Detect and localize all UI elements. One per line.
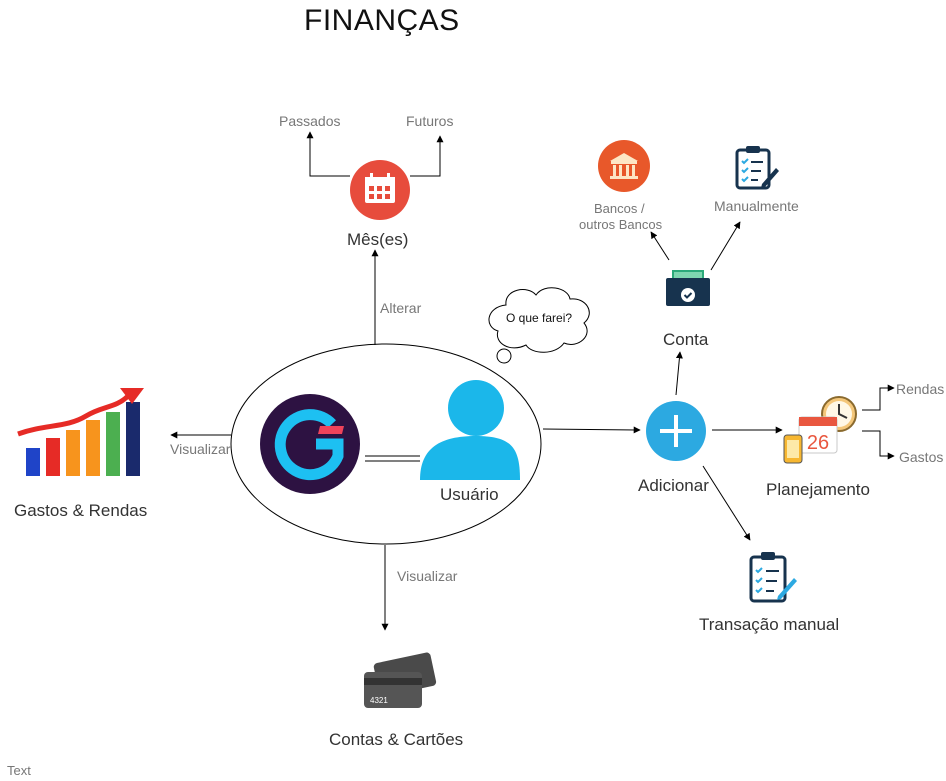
calendar-icon[interactable] — [350, 160, 410, 220]
footer-text: Text — [7, 763, 31, 778]
planning-label: Planejamento — [766, 480, 870, 499]
plus-icon[interactable] — [645, 400, 707, 462]
accounts-cards-label: Contas & Cartões — [329, 730, 464, 749]
edge-planning-gastos — [862, 430, 895, 460]
edge-conta-banks — [650, 231, 670, 261]
manual-transaction-label: Transação manual — [699, 615, 840, 634]
page-title: FINANÇAS — [304, 4, 460, 37]
thought-cloud-icon — [488, 287, 590, 364]
user-label: Usuário — [440, 485, 499, 504]
thought-text: O que farei? — [506, 311, 573, 325]
clipboard-icon[interactable] — [734, 144, 780, 190]
banks-label-line1: Bancos / — [594, 201, 645, 216]
edge-label-visualizar-left: Visualizar — [170, 441, 231, 457]
account-label: Conta — [663, 330, 709, 349]
app-logo — [260, 394, 360, 494]
edge-months-past — [306, 131, 350, 177]
planning-icon[interactable]: 26 — [783, 395, 861, 465]
wallet-icon[interactable] — [664, 268, 712, 308]
edge-user-add — [542, 426, 641, 434]
edge-add-conta — [675, 351, 683, 396]
growth-chart-icon[interactable] — [16, 384, 148, 478]
user-icon[interactable] — [420, 378, 520, 480]
edge-planning-rendas — [862, 384, 895, 411]
expenses-income-label: Gastos & Rendas — [14, 501, 148, 520]
calendar-day-text: 26 — [807, 432, 829, 454]
edge-months-future — [410, 135, 444, 177]
credit-card-icon[interactable]: 4321 — [362, 650, 438, 710]
months-label: Mês(es) — [347, 230, 409, 249]
manual-label: Manualmente — [714, 198, 799, 214]
banks-label-line2: outros Bancos — [579, 217, 663, 232]
edge-label-visualizar-down: Visualizar — [397, 568, 458, 584]
edge-conta-manual — [710, 221, 741, 271]
add-label: Adicionar — [638, 476, 709, 495]
planning-income-label: Rendas — [896, 381, 945, 397]
clipboard-icon[interactable] — [748, 550, 800, 604]
edge-add-transaction — [702, 465, 751, 541]
months-future-label: Futuros — [406, 113, 454, 129]
bank-icon[interactable] — [598, 140, 650, 192]
months-past-label: Passados — [279, 113, 341, 129]
card-number-text: 4321 — [370, 696, 388, 705]
edge-label-alterar: Alterar — [380, 300, 422, 316]
planning-expenses-label: Gastos — [899, 449, 944, 465]
user-ellipse — [230, 343, 542, 545]
